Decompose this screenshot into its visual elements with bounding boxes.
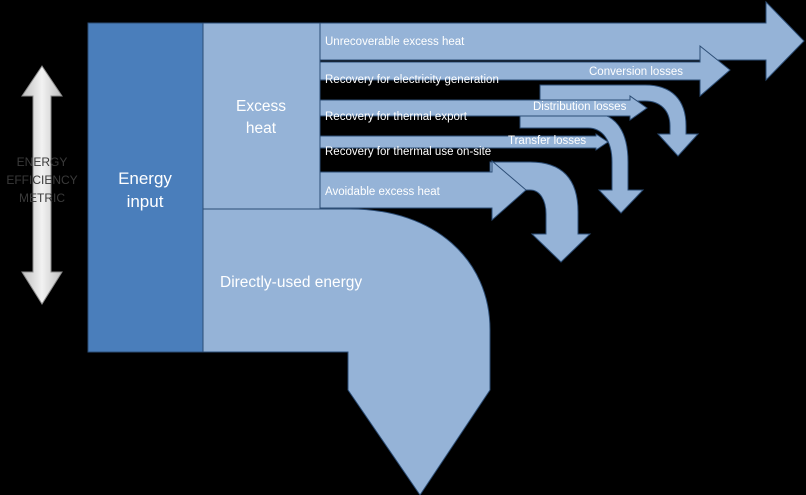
thermal-onsite-label: Recovery for thermal use on-site [325, 146, 491, 158]
electricity-recovery-arrow [319, 44, 731, 98]
energy-input-label-1: Energy [118, 169, 172, 188]
energy-input-block [87, 22, 204, 353]
axis-label-line-1: ENERGY [17, 155, 68, 169]
axis-label-line-3: METRIC [19, 191, 65, 205]
excess-heat-label-2: heat [246, 120, 277, 137]
thermal-export-arrow [319, 95, 648, 121]
conversion-losses-label: Conversion losses [589, 66, 683, 78]
transfer-losses-label: Transfer losses [508, 135, 586, 147]
unrecoverable-heat-arrow [319, 0, 805, 82]
avoidable-heat-arrow [319, 159, 527, 222]
electricity-recovery-label: Recovery for electricity generation [325, 74, 499, 86]
distribution-loss-flow [519, 111, 645, 214]
avoidable-heat-label: Avoidable excess heat [325, 186, 441, 198]
unrecoverable-heat-label: Unrecoverable excess heat [325, 36, 465, 48]
directly-used-energy-flow [202, 208, 491, 495]
excess-heat-block [202, 22, 321, 210]
thermal-export-label: Recovery for thermal export [325, 111, 468, 123]
excess-heat-label-1: Excess [236, 98, 286, 115]
thermal-onsite-arrow [319, 133, 609, 151]
efficiency-metric-arrow: ENERGY EFFICIENCY METRIC [6, 65, 78, 305]
axis-label-line-2: EFFICIENCY [6, 173, 77, 187]
distribution-losses-label: Distribution losses [533, 101, 627, 113]
directly-used-energy-label: Directly-used energy [220, 274, 362, 291]
conversion-loss-flow [539, 84, 700, 157]
energy-input-label-2: input [127, 192, 164, 211]
